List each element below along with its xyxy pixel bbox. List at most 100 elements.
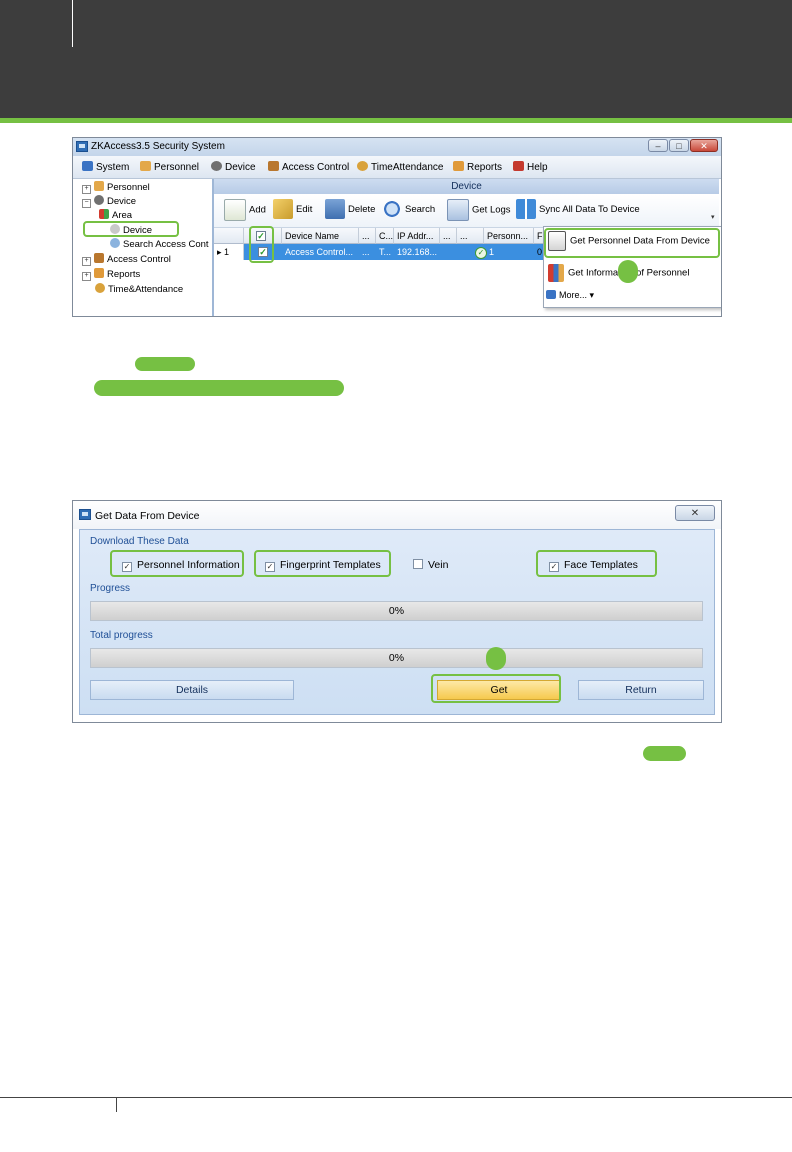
checkbox-unchecked-icon [413,559,423,569]
menu-personnel[interactable]: Personnel [140,161,199,173]
menu-system[interactable]: System [82,161,129,173]
access-control-icon [268,161,279,171]
device-gear-icon [211,161,222,171]
footer-tick [116,1097,117,1112]
books-icon [548,264,564,282]
return-button[interactable]: Return [578,680,704,700]
callout-marker [486,647,506,670]
row-device-name: Access Control... [285,247,354,257]
select-all-checkbox[interactable]: ✓ [256,231,266,241]
get-button[interactable]: Get [437,680,561,700]
grid-header-col2[interactable]: ... [359,228,376,244]
expand-icon[interactable]: + [82,272,91,281]
app-icon [76,141,88,152]
footer-rule [0,1097,792,1098]
row-checkbox[interactable]: ✓ [258,247,268,257]
row-col3: T... [379,247,392,257]
highlight-get-button [431,674,561,703]
access-control-icon [94,253,104,263]
dialog-title-bar: Get Data From Device ✕ [73,501,721,529]
grid-header-personnel[interactable]: Personn... [484,228,534,244]
collapse-icon[interactable]: − [82,199,91,208]
system-icon [82,161,93,171]
more-icon [546,290,556,299]
grid-header-col3[interactable]: C... [376,228,394,244]
device-toolbar: Add Edit Delete Search Get Logs Sync All… [214,195,719,228]
instruction-redacted-label [135,357,195,371]
menu-help[interactable]: Help [513,161,548,173]
grid-header-col6[interactable]: ... [457,228,484,244]
sync-icon [516,199,536,220]
tree-item-time-attendance[interactable]: Time&Attendance [95,283,183,295]
expand-icon[interactable]: + [82,257,91,266]
highlight-checkbox-column [249,226,274,263]
time-attendance-icon [357,161,368,171]
vein-checkbox[interactable]: Vein [413,559,448,571]
area-icon [99,209,109,219]
instruction-redacted-label [643,746,686,761]
callout-marker [618,260,638,283]
menu-time-attendance[interactable]: TimeAttendance [357,161,443,173]
reports-icon [94,268,104,278]
row-index: ▸ 1 [214,244,244,260]
window-title-bar: ZKAccess3.5 Security System – □ ✕ [73,138,721,156]
minimize-button[interactable]: – [648,139,668,152]
dialog-title: Get Data From Device [95,510,200,522]
menu-bar: System Personnel Device Access Control T… [73,156,721,179]
checkbox-checked-icon: ✓ [549,562,559,572]
progress-bar: 0% [90,601,703,621]
personnel-icon [140,161,151,171]
menu-item-get-personnel-data[interactable]: Get Personnel Data From Device [544,231,721,251]
maximize-button[interactable]: □ [669,139,689,152]
tree-item-reports[interactable]: +Reports [82,268,140,281]
row-fi: 0 [537,247,543,257]
face-templates-checkbox[interactable]: ✓Face Templates [549,559,638,572]
delete-button[interactable]: Delete [325,199,375,221]
search-icon [110,238,120,248]
main-window-screenshot: ZKAccess3.5 Security System – □ ✕ System… [72,137,722,317]
tree-item-personnel[interactable]: +Personnel [82,181,150,194]
dialog-close-button[interactable]: ✕ [675,505,715,521]
sync-all-button[interactable]: Sync All Data To Device [516,199,640,221]
menu-device[interactable]: Device [211,161,256,173]
personnel-information-checkbox[interactable]: ✓Personnel Information [122,559,240,572]
menu-item-more[interactable]: More... ▾ [546,290,721,301]
row-ip: 192.168... [397,247,438,257]
close-button[interactable]: ✕ [690,139,718,152]
grid-header-col5[interactable]: ... [440,228,457,244]
search-button[interactable]: Search [382,199,435,221]
table-row[interactable] [214,244,544,260]
page-header-band [0,0,792,118]
details-button[interactable]: Details [90,680,294,700]
menu-reports[interactable]: Reports [453,161,502,173]
tree-item-area[interactable]: Area [99,209,132,221]
tree-item-access-control[interactable]: +Access Control [82,253,171,266]
fingerprint-templates-checkbox[interactable]: ✓Fingerprint Templates [265,559,381,572]
highlight-fingerprint-templates [254,550,391,577]
dialog-body: Download These Data ✓Personnel Informati… [79,529,715,715]
edit-button[interactable]: Edit [273,199,312,221]
total-progress-bar: 0% [90,648,703,668]
toolbar-overflow-icon[interactable]: ▾ [711,214,715,221]
device-gear-icon [94,195,104,205]
row-personnel: 1 [489,247,495,257]
add-button[interactable]: Add [224,199,266,222]
tree-item-device-child[interactable]: Device [110,224,152,236]
tree-item-device[interactable]: −Device [82,195,136,208]
section-label: Download These Data [90,536,189,547]
tree-item-search-access[interactable]: Search Access Cont [110,238,209,250]
get-logs-button[interactable]: Get Logs [447,199,511,222]
grid-header-device-name[interactable]: Device Name [282,228,359,244]
help-icon [513,161,524,171]
logs-icon [447,199,469,221]
row-col2: ... [362,247,370,257]
highlight-device-tree-item [83,221,179,237]
page-header-accent-line [0,118,792,123]
get-data-dialog: Get Data From Device ✕ Download These Da… [72,500,722,723]
expand-icon[interactable]: + [82,185,91,194]
time-attendance-icon [95,283,105,293]
grid-header-ip[interactable]: IP Addr... [394,228,440,244]
instruction-redacted-text [94,380,344,396]
menu-access-control[interactable]: Access Control [268,161,349,173]
navigation-tree: +Personnel −Device Area Device Search Ac… [73,179,214,316]
